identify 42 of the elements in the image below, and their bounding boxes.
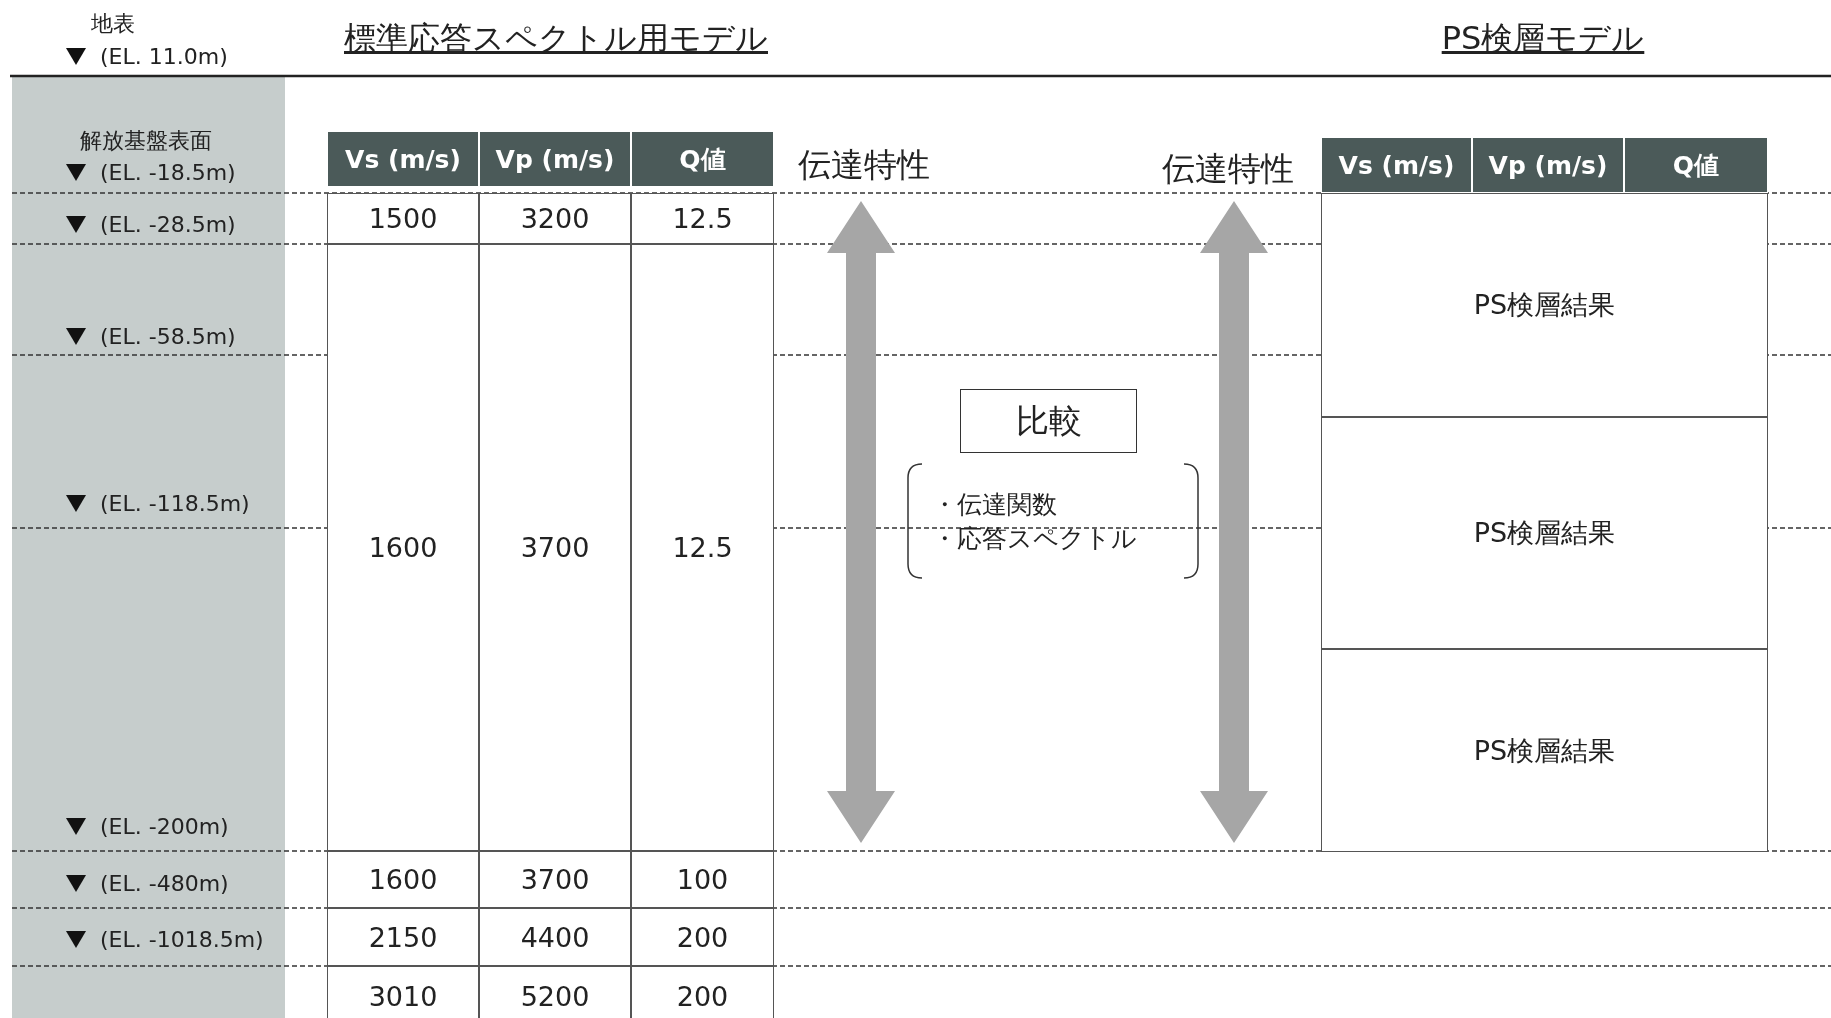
header-cell: Vs (m/s)	[1321, 137, 1472, 193]
table-cell: 12.5	[631, 193, 774, 244]
header-cell: Vp (m/s)	[479, 131, 631, 187]
elevation-label: (EL. -1018.5m)	[100, 925, 265, 954]
header-cell: Vs (m/s)	[327, 131, 479, 187]
elevation-label: (EL. -200m)	[100, 812, 230, 841]
table-cell: PS検層結果	[1321, 417, 1768, 649]
elevation-label: (EL. -118.5m)	[100, 489, 251, 518]
elevation-label: (EL. -28.5m)	[100, 210, 237, 239]
table-cell: 1600	[327, 851, 479, 908]
elevation-label: (EL. -480m)	[100, 869, 230, 898]
table-cell: 2150	[327, 908, 479, 966]
table-cell: PS検層結果	[1321, 193, 1768, 417]
table-cell: 3200	[479, 193, 631, 244]
table-cell: 3700	[479, 851, 631, 908]
level-label: 解放基盤表面	[80, 127, 213, 155]
table-cell: 100	[631, 851, 774, 908]
transfer-label: 伝達特性	[797, 143, 931, 186]
table-cell: 1500	[327, 193, 479, 244]
table-cell: 4400	[479, 908, 631, 966]
level-label: 地表	[91, 10, 136, 38]
header-cell: Q値	[1624, 137, 1768, 193]
bracket-box	[906, 462, 1200, 580]
elevation-label: (EL. -58.5m)	[100, 322, 237, 351]
header-cell: Q値	[631, 131, 774, 187]
table-cell: 3700	[479, 244, 631, 851]
table-cell: 5200	[479, 966, 631, 1018]
elevation-label: (EL. 11.0m)	[100, 42, 229, 71]
table-cell: 3010	[327, 966, 479, 1018]
table-cell: 1600	[327, 244, 479, 851]
list-item: ・応答スペクトル	[932, 523, 1137, 555]
model-heading: PS検層モデル	[1440, 18, 1646, 59]
table-cell: 200	[631, 908, 774, 966]
list-item: ・伝達関数	[932, 489, 1058, 521]
header-cell: Vp (m/s)	[1472, 137, 1624, 193]
table-cell: 12.5	[631, 244, 774, 851]
table-cell: PS検層結果	[1321, 649, 1768, 852]
transfer-label: 伝達特性	[1161, 147, 1295, 190]
elevation-label: (EL. -18.5m)	[100, 158, 237, 187]
model-heading: 標準応答スペクトル用モデル	[343, 18, 769, 59]
comparison-box: 比較	[960, 389, 1137, 453]
table-cell: 200	[631, 966, 774, 1018]
